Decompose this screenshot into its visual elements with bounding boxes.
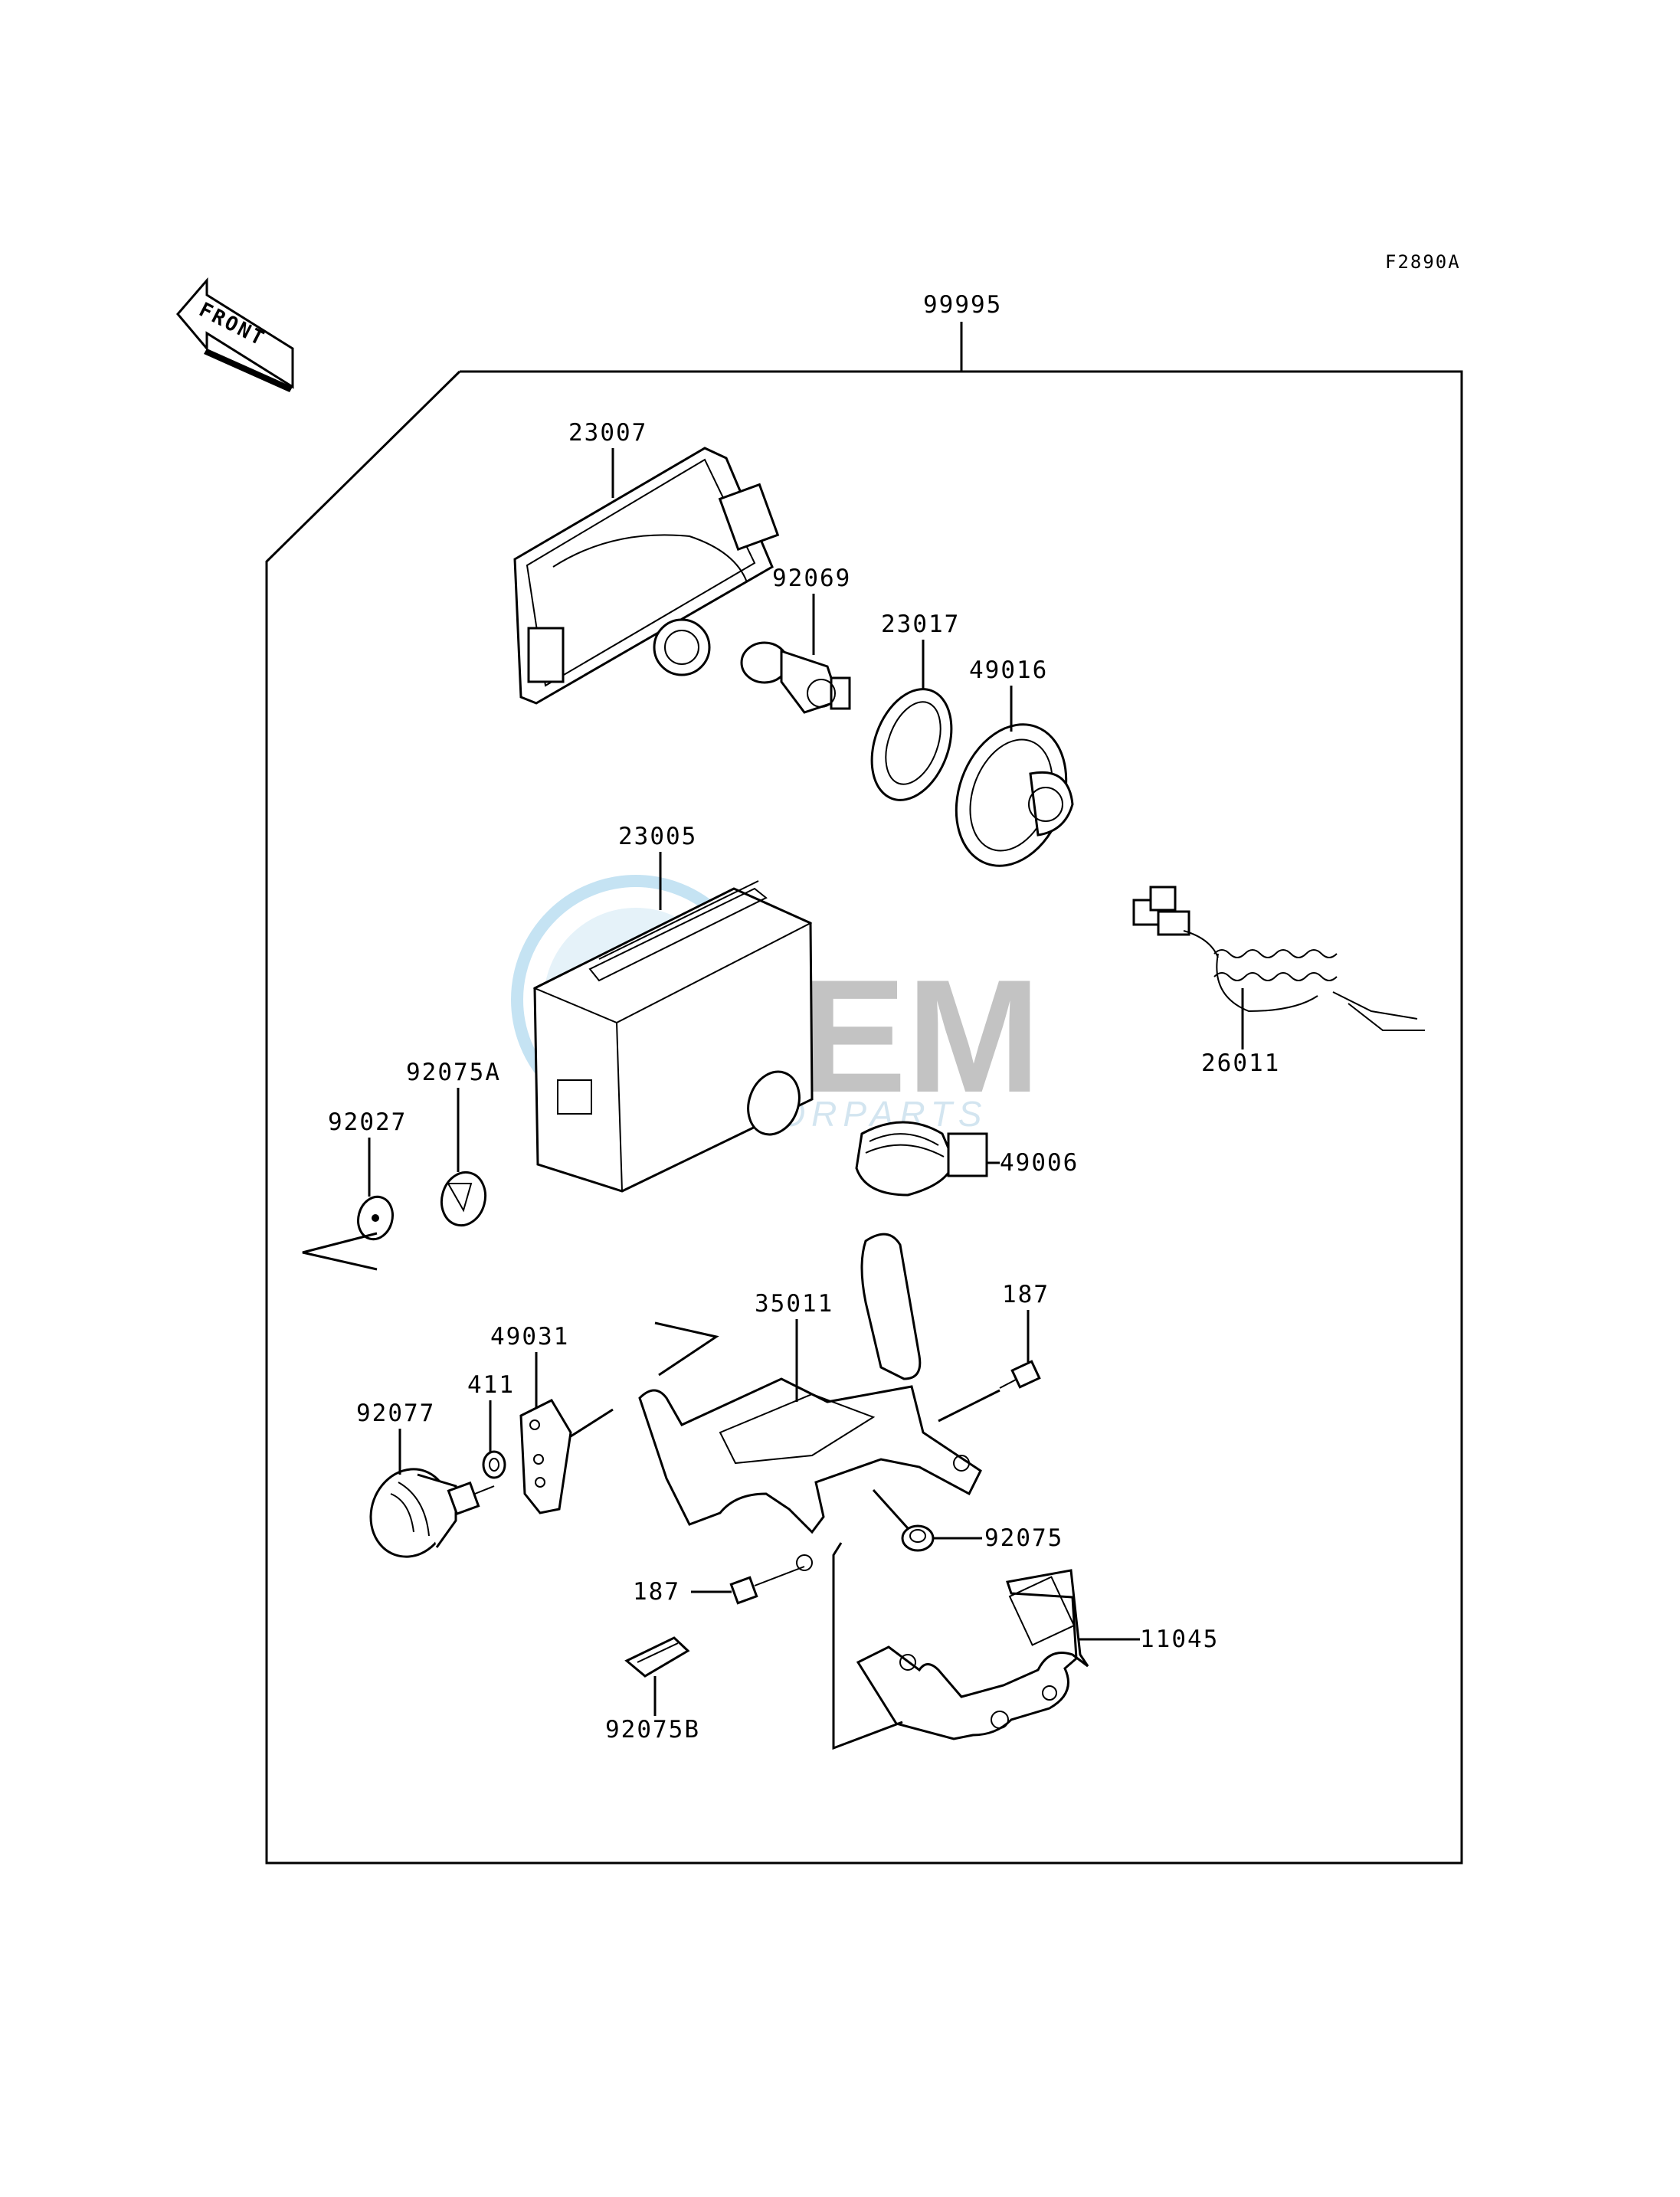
- label-92075: 92075: [984, 1524, 1063, 1552]
- label-35011: 35011: [755, 1290, 833, 1318]
- front-arrow-icon: FRONT: [176, 277, 294, 392]
- label-23017: 23017: [881, 611, 960, 638]
- diagram-code: F2890A: [1385, 251, 1461, 273]
- assembly-number: 99995: [923, 291, 1002, 319]
- label-92075B: 92075B: [605, 1716, 700, 1744]
- mount-bracket: [856, 1569, 1089, 1740]
- grommet: [440, 1171, 487, 1227]
- label-11045: 11045: [1140, 1626, 1219, 1653]
- clip: [624, 1636, 690, 1678]
- washer: [357, 1195, 394, 1241]
- label-92069: 92069: [772, 565, 851, 592]
- bolt-left: [729, 1566, 805, 1605]
- label-411: 411: [467, 1371, 515, 1399]
- label-49006: 49006: [1000, 1149, 1079, 1177]
- rubber-boot: [955, 723, 1074, 867]
- label-26011: 26011: [1201, 1049, 1280, 1077]
- label-92027: 92027: [328, 1108, 407, 1136]
- headlight-lens-housing: [513, 447, 780, 705]
- label-49016: 49016: [969, 656, 1048, 684]
- label-92075A: 92075A: [406, 1059, 501, 1086]
- wire-harness: [1132, 886, 1425, 1031]
- label-187-left: 187: [633, 1578, 680, 1606]
- knob: [369, 1468, 495, 1558]
- cover: [855, 1121, 988, 1197]
- label-187-right: 187: [1002, 1281, 1050, 1308]
- bolt-right: [999, 1360, 1041, 1389]
- bulb-socket-ring: [870, 688, 953, 801]
- label-23007: 23007: [568, 419, 647, 447]
- plate: [519, 1399, 572, 1514]
- label-23005: 23005: [618, 823, 697, 850]
- bracket: [638, 1233, 982, 1571]
- assembly-frame: [265, 322, 1463, 1865]
- washer-small: [482, 1450, 506, 1479]
- label-49031: 49031: [490, 1323, 569, 1351]
- damper: [901, 1524, 935, 1552]
- headlight-case: [532, 880, 814, 1193]
- label-92077: 92077: [356, 1400, 435, 1427]
- bulb: [740, 641, 851, 714]
